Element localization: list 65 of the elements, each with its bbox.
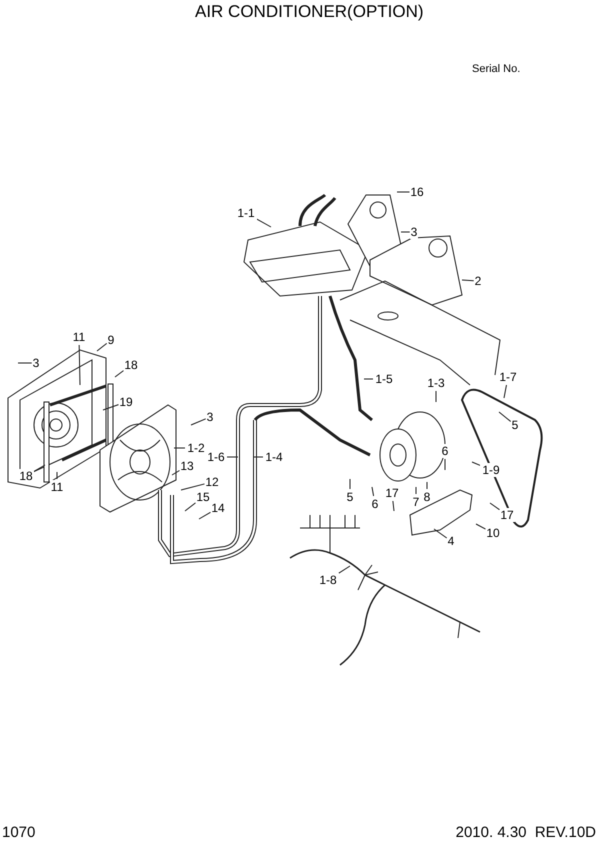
- callout-number: 1-2: [185, 441, 207, 455]
- callout-number: 10: [486, 526, 500, 540]
- callout-number: 11: [50, 480, 64, 494]
- leader-line: [190, 418, 206, 426]
- revision-date: 2010. 4.30 REV.10D: [456, 823, 596, 843]
- callout-number: 1-7: [497, 370, 519, 384]
- callout-number: 1-4: [263, 450, 285, 464]
- callout-number: 12: [204, 475, 220, 489]
- leader-line: [498, 412, 512, 422]
- callout-number: 16: [410, 185, 424, 199]
- callout-number: 9: [106, 333, 116, 347]
- leader-line: [96, 342, 108, 352]
- callout-number: 19: [118, 395, 134, 409]
- leader-line: [102, 404, 119, 410]
- callout-number: 1-3: [425, 376, 447, 390]
- callout-number: 3: [206, 410, 214, 424]
- callout-number: 3: [410, 225, 418, 239]
- leader-line: [462, 280, 474, 282]
- leader-line: [444, 458, 446, 470]
- leader-line: [504, 384, 507, 398]
- callout-number: 7: [412, 495, 420, 509]
- leader-line: [426, 482, 428, 490]
- callout-number: 17: [500, 508, 514, 522]
- page-title: AIR CONDITIONER(OPTION): [195, 2, 424, 22]
- leader-line: [180, 483, 205, 490]
- leader-line: [114, 370, 124, 378]
- callout-number: 1-8: [317, 573, 339, 587]
- leader-line: [372, 486, 374, 496]
- callout-number: 1-1: [235, 206, 257, 220]
- callout-number: 4: [446, 534, 456, 548]
- leader-line: [226, 456, 238, 458]
- callout-number: 5: [346, 490, 354, 504]
- leader-line: [364, 378, 374, 380]
- leader-line: [56, 472, 58, 480]
- callout-number: 18: [18, 469, 34, 483]
- callout-number: 1-5: [373, 372, 395, 386]
- leader-line: [172, 470, 180, 476]
- leader-line: [254, 456, 264, 458]
- leader-line: [198, 512, 211, 520]
- callout-number: 5: [510, 418, 520, 432]
- leader-line: [18, 362, 32, 364]
- leader-line: [490, 502, 500, 510]
- callout-number: 15: [196, 490, 210, 504]
- page-number: 1070: [2, 823, 36, 843]
- callout-number: 11: [72, 330, 86, 344]
- leader-line: [33, 464, 46, 472]
- callout-number: 8: [422, 490, 432, 504]
- callout-number: 14: [210, 501, 226, 515]
- leader-line: [338, 566, 350, 574]
- callout-number: 1-6: [205, 450, 227, 464]
- leader-line: [472, 462, 481, 466]
- leader-line: [78, 344, 80, 386]
- leader-line: [392, 500, 394, 512]
- callout-number: 1-9: [480, 463, 502, 477]
- leader-line: [476, 524, 486, 530]
- callout-number: 6: [370, 497, 380, 511]
- callout-number: 13: [180, 459, 194, 473]
- serial-number-note: Serial No.: [472, 62, 520, 77]
- callout-number: 17: [384, 486, 400, 500]
- callout-number: 18: [124, 358, 138, 372]
- leader-line: [184, 502, 196, 512]
- callout-number: 2: [474, 274, 482, 288]
- callout-number: 3: [32, 356, 40, 370]
- leader-line: [256, 218, 272, 228]
- leader-line: [434, 528, 448, 538]
